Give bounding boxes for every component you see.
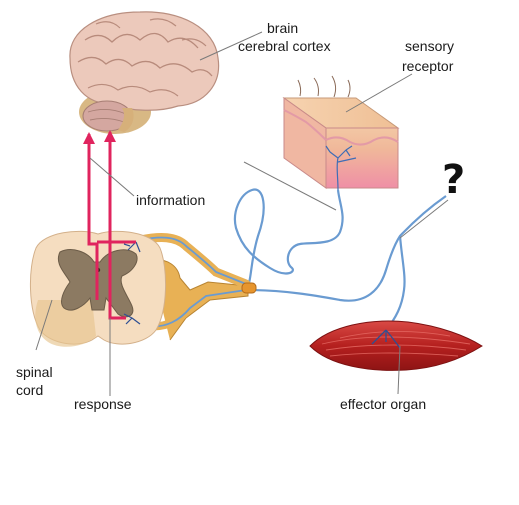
question-mark: ?	[442, 157, 466, 203]
label-response: response	[74, 396, 132, 412]
label-spinal: spinal	[16, 364, 53, 380]
skin-block-illustration	[282, 75, 400, 191]
spinal-cord-illustration	[29, 230, 257, 347]
label-sensory: sensory	[405, 38, 455, 54]
label-information: information	[136, 192, 206, 208]
label-receptor: receptor	[402, 58, 454, 74]
muscle-illustration	[309, 320, 483, 371]
brain-illustration	[69, 11, 220, 134]
label-cerebral-cortex: cerebral cortex	[238, 38, 331, 54]
label-effector-organ: effector organ	[340, 396, 427, 412]
label-brain: brain	[267, 20, 299, 36]
label-cord: cord	[16, 382, 44, 398]
nerve-fibers	[233, 188, 447, 331]
leader-lines	[35, 31, 449, 396]
